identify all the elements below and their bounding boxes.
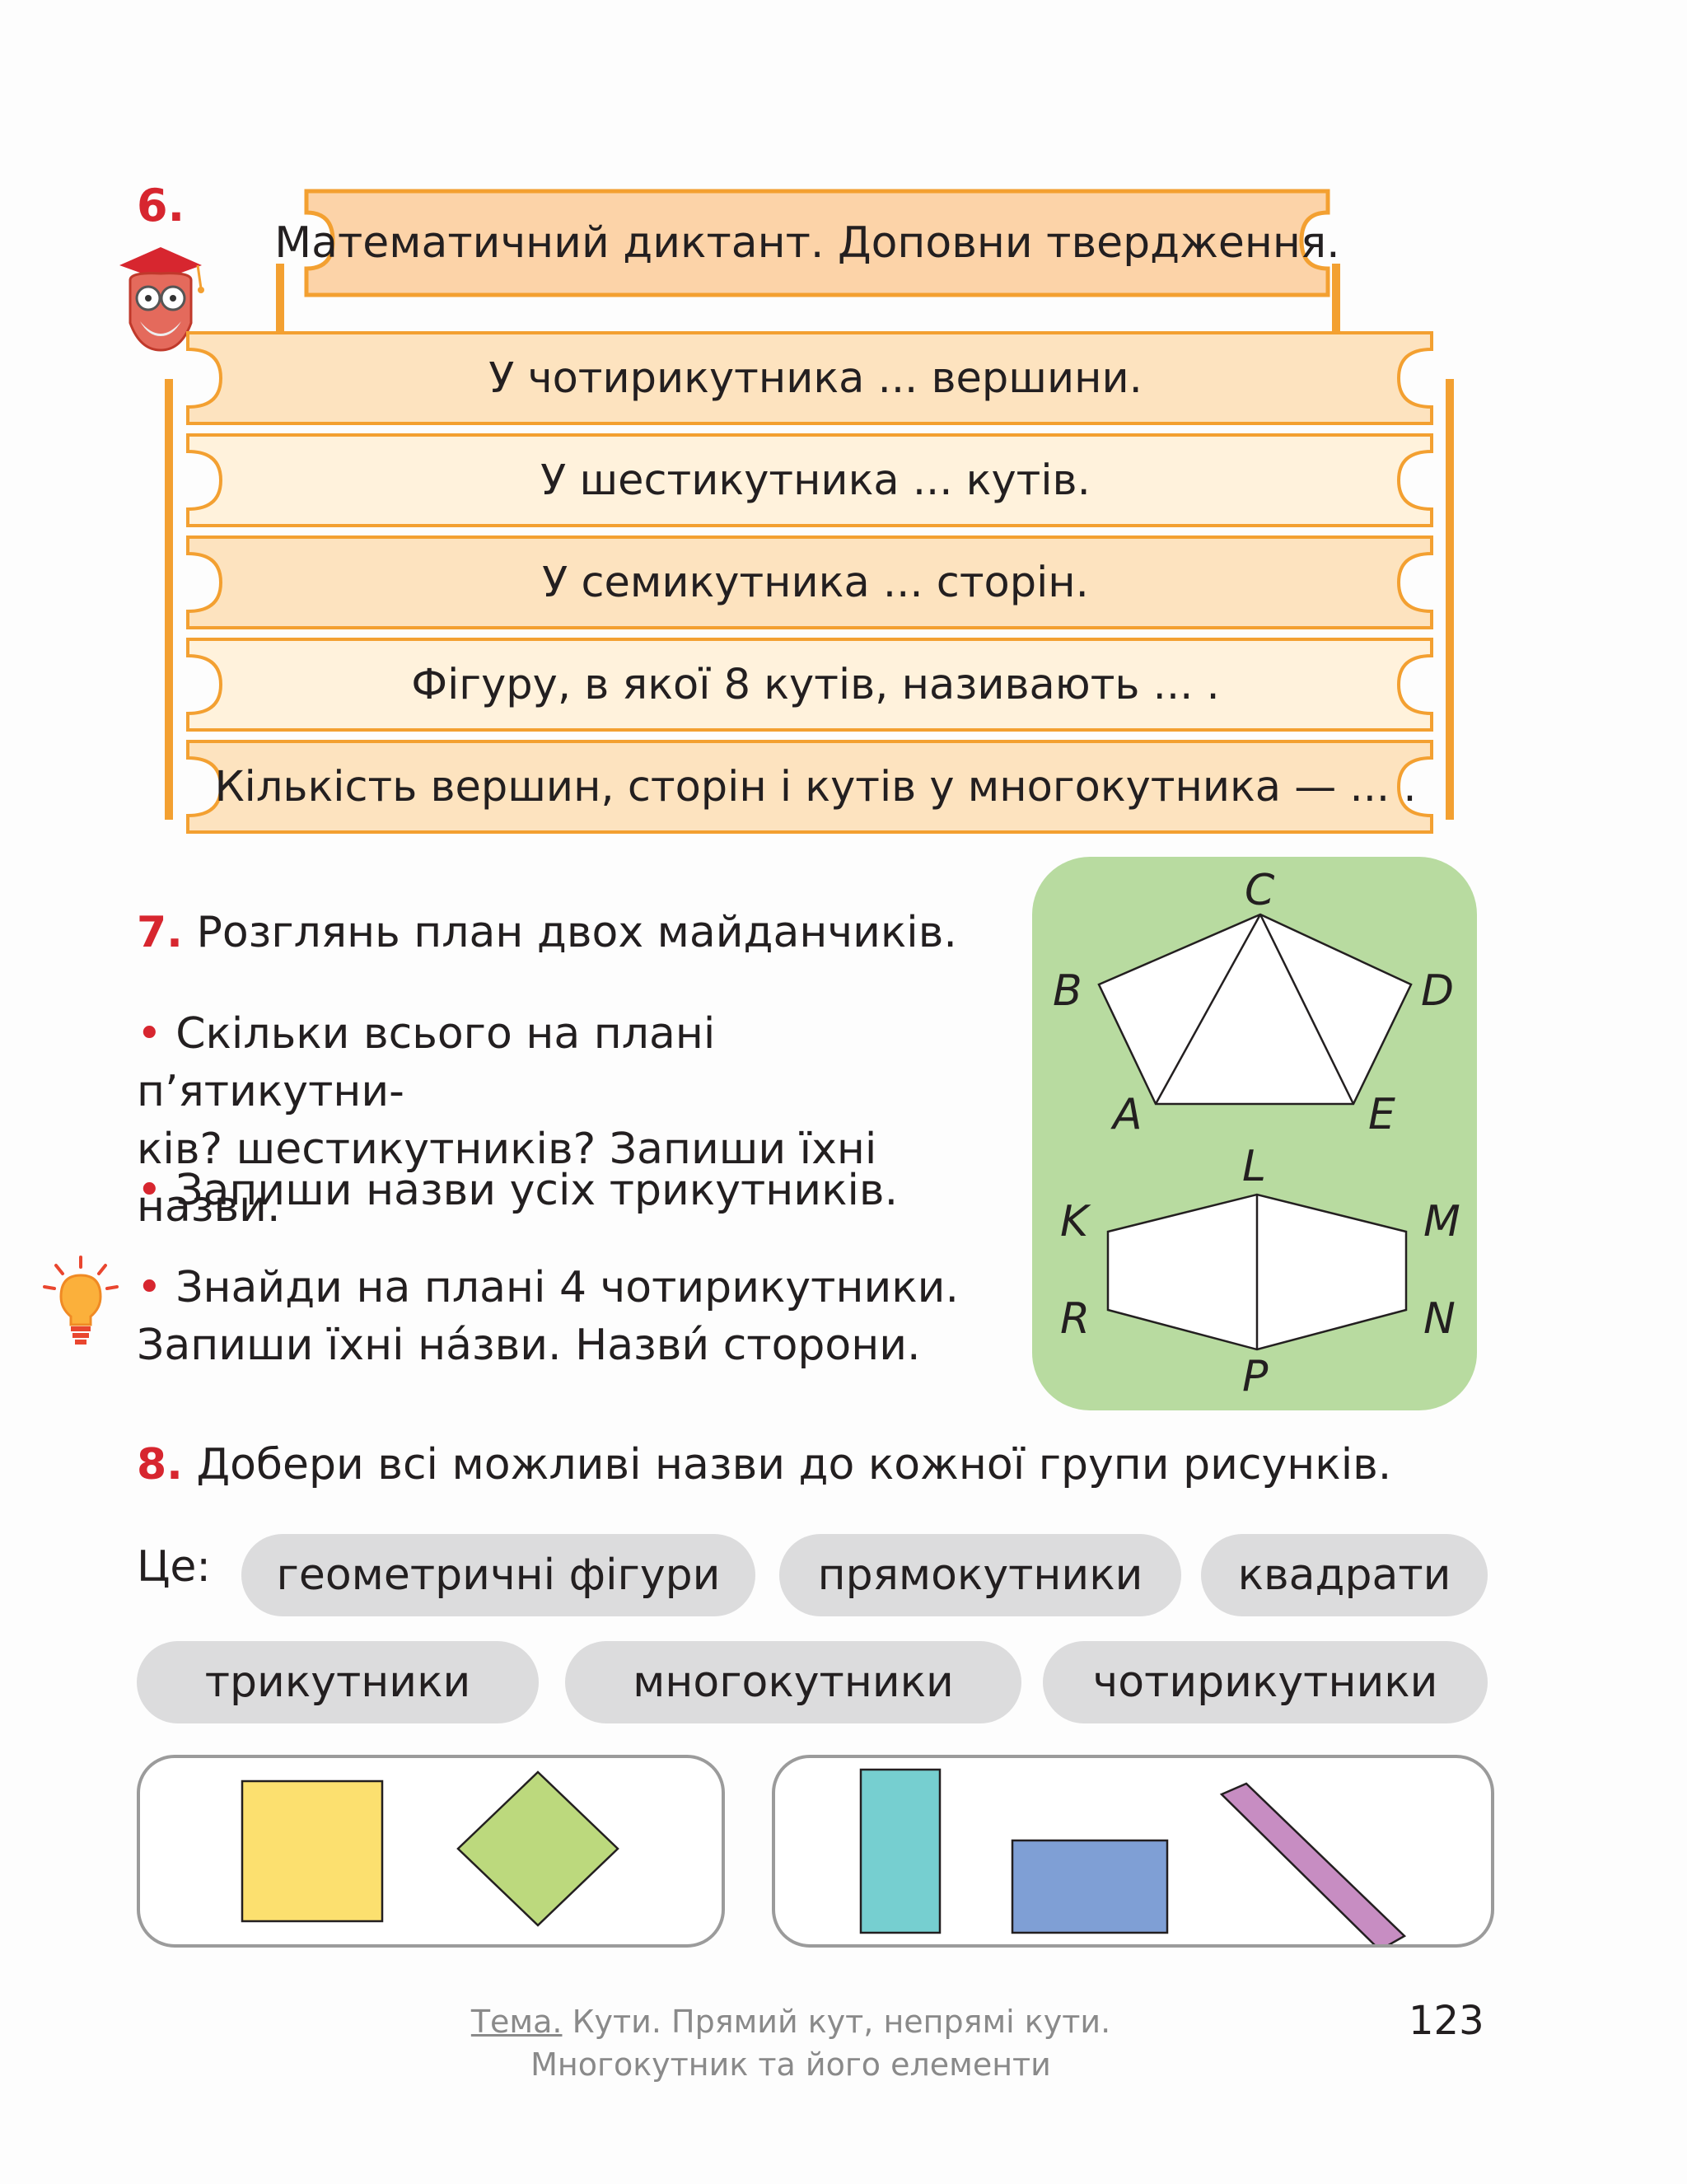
plan-label-c: C xyxy=(1245,866,1275,915)
dictation-row-4: Фігуру, в якої 8 кутів, називають ... . xyxy=(411,660,1220,709)
task8-title-line: 8. Добери всі можливі назви до кожної гр… xyxy=(137,1440,1391,1490)
purple-rectangle xyxy=(1219,1782,1407,1944)
shape-group-2-drawing xyxy=(859,1768,1407,1944)
chip-triangles[interactable]: трикутники xyxy=(137,1641,539,1723)
dictation-row-1: У чотирикутника ... вершини. xyxy=(488,353,1143,403)
shape-group-1 xyxy=(137,1755,725,1948)
chip-squares[interactable]: квадрати xyxy=(1201,1534,1488,1616)
dictation-row-plaque xyxy=(186,331,1433,425)
segment-ca xyxy=(1154,914,1262,1105)
teal-rectangle xyxy=(859,1768,942,1934)
shape-group-2 xyxy=(772,1755,1494,1948)
plan-label-p: P xyxy=(1242,1352,1269,1401)
bullet: • xyxy=(137,1166,162,1215)
task7-q1-line1: Скільки всього на плані п’ятикутни- xyxy=(137,1009,716,1116)
task7-q3-line1: Знайди на плані 4 чотирикутники. xyxy=(175,1263,959,1312)
plan-label-d: D xyxy=(1421,966,1454,1016)
dictation-row-plaque xyxy=(186,638,1433,732)
bullet: • xyxy=(137,1009,162,1059)
plan-label-l: L xyxy=(1242,1142,1266,1191)
task8-prefix: Це: xyxy=(137,1542,211,1592)
chip-geometric-figures[interactable]: геометричні фігури xyxy=(241,1534,755,1616)
blue-rectangle xyxy=(1011,1839,1169,1934)
playground-plan: C B D A E L K M R N P xyxy=(1032,857,1477,1410)
topic-line-1: Кути. Прямий кут, непрямі кути. xyxy=(572,2004,1111,2040)
chip-rectangles[interactable]: прямокутники xyxy=(779,1534,1181,1616)
bullet: • xyxy=(137,1263,162,1312)
task8-title: Добери всі можливі назви до кожної групи… xyxy=(196,1440,1392,1490)
topic-label: Тема. xyxy=(470,2004,563,2040)
lightbulb-icon xyxy=(43,1256,119,1345)
dictation-row-plaque xyxy=(186,535,1433,629)
plan-label-m: M xyxy=(1423,1197,1460,1246)
task7-title: Розглянь план двох майданчиків. xyxy=(196,908,957,957)
task7-q3-line2: Запиши їхні на́зви. Назви́ сторони. xyxy=(137,1321,921,1370)
chip-quadrilaterals[interactable]: чотирикутники xyxy=(1043,1641,1488,1723)
green-diamond xyxy=(456,1770,619,1927)
dictation-header-text: Математичний диктант. Доповни твердження… xyxy=(274,218,1340,268)
plan-label-r: R xyxy=(1060,1294,1090,1344)
task7-number: 7. xyxy=(137,908,183,957)
plan-label-n: N xyxy=(1423,1294,1456,1344)
professor-owl-icon xyxy=(119,247,204,352)
dictation-row-5: Кількість вершин, сторін і кутів у много… xyxy=(214,762,1417,811)
plan-label-k: K xyxy=(1060,1197,1091,1246)
task7-q2: Запиши назви усіх трикутників. xyxy=(175,1166,899,1215)
chip-polygons[interactable]: многокутники xyxy=(565,1641,1021,1723)
page-number: 123 xyxy=(1409,1998,1484,2044)
topic-line-2: Многокутник та його елементи xyxy=(530,2046,1051,2083)
footer-topic: Тема. Кути. Прямий кут, непрямі кути. Мн… xyxy=(461,2000,1120,2086)
pentagon-bcdea xyxy=(1097,913,1413,1106)
task7-question-2: • Запиши назви усіх трикутників. xyxy=(137,1162,985,1219)
yellow-square xyxy=(241,1779,384,1923)
dictation-row-plaque xyxy=(186,433,1433,527)
task7-title-line: 7. Розглянь план двох майданчиків. xyxy=(137,904,985,961)
task6-number: 6. xyxy=(137,180,185,231)
shape-group-1-drawing xyxy=(241,1770,619,1927)
plan-label-e: E xyxy=(1368,1090,1395,1139)
dictation-row-plaque xyxy=(186,740,1433,834)
task7-question-1: • Скільки всього на плані п’ятикутни- кі… xyxy=(137,1005,985,1236)
segment-ce xyxy=(1259,914,1355,1105)
task7-q1-line2: ків? шестикутників? Запиши їхні назви. xyxy=(137,1125,877,1232)
plan-label-b: B xyxy=(1053,966,1082,1016)
plan-label-a: A xyxy=(1110,1090,1143,1139)
task7-question-3: • Знайди на плані 4 чотирикутники. Запиш… xyxy=(137,1259,985,1374)
task8-number: 8. xyxy=(137,1440,183,1490)
dictation-row-2: У шестикутника ... кутів. xyxy=(540,456,1091,505)
dictation-scroll xyxy=(165,189,1454,834)
dictation-row-3: У семикутника ... сторін. xyxy=(542,558,1089,607)
